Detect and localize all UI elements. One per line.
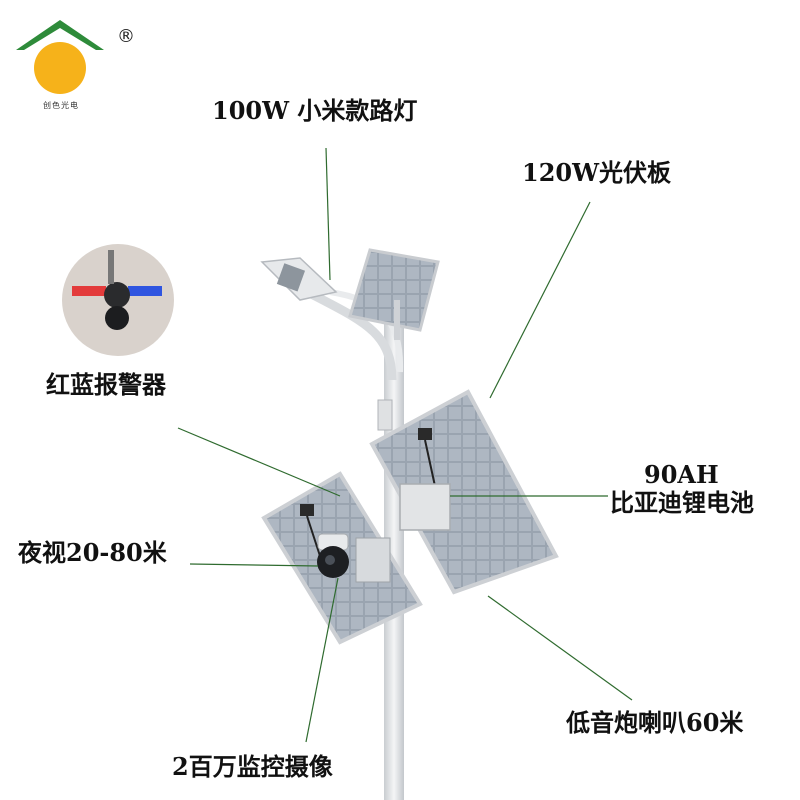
logo-roof-icon [16, 20, 104, 50]
leader-solar-panel [489, 201, 591, 399]
label-street-light: 100W 小米款路灯 [212, 96, 418, 125]
leader-speaker [487, 595, 633, 701]
right-solar-panel [369, 389, 559, 595]
label-battery-capacity: 90AH [644, 460, 719, 489]
battery-box [399, 483, 451, 531]
street-lamp [260, 257, 338, 301]
brand-logo [16, 20, 104, 94]
registered-mark: ® [117, 26, 135, 47]
brand-caption: 创色光电 [43, 101, 79, 110]
label-speaker: 低音炮喇叭60米 [566, 708, 744, 737]
ptz-camera [317, 533, 349, 578]
lamp-arm [297, 284, 397, 381]
leader-camera [305, 577, 339, 743]
leader-night-vision [189, 563, 319, 567]
speaker-bracket [355, 537, 391, 583]
top-solar-panel [348, 248, 440, 340]
leader-alarm [177, 427, 341, 497]
label-alarm: 红蓝报警器 [46, 370, 166, 399]
label-solar-panel: 120W光伏板 [522, 158, 672, 187]
alarm-inset [62, 244, 174, 356]
mount-box [377, 399, 393, 431]
logo-sun-icon [34, 42, 86, 94]
leader-street-light [325, 147, 331, 281]
label-night-vision: 夜视20-80米 [18, 538, 167, 567]
label-camera: 2百万监控摄像 [172, 752, 333, 781]
label-battery-name: 比亚迪锂电池 [610, 488, 754, 517]
